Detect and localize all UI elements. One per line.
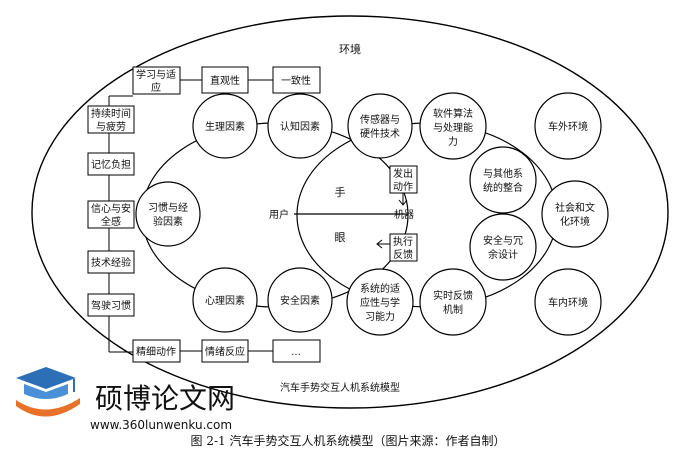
circle-sensors-hardware: 传感器与 硬件技术 <box>347 93 413 159</box>
circle-social-cultural-environment: 社会和文 化环境 <box>541 180 609 248</box>
environment-label: 环境 <box>339 42 361 56</box>
svg-text:实时反馈: 实时反馈 <box>433 289 473 302</box>
environment-ellipse <box>31 15 669 409</box>
svg-text:化环境: 化环境 <box>560 215 590 228</box>
box-memory-load: 记忆负担 <box>87 152 135 176</box>
box-emotional-reaction: 情绪反应 <box>201 339 249 363</box>
hand-label: 手 <box>335 185 346 199</box>
svg-text:安全因素: 安全因素 <box>280 294 320 307</box>
svg-text:验因素: 验因素 <box>153 215 183 228</box>
svg-text:一致性: 一致性 <box>281 74 311 87</box>
svg-text:记忆负担: 记忆负担 <box>91 158 131 171</box>
svg-text:驾驶习惯: 驾驶习惯 <box>91 299 131 312</box>
box-intuitiveness: 直观性 <box>201 66 249 94</box>
circle-cognitive-factors: 认知因素 <box>267 93 333 159</box>
machine-label: 机器 <box>394 208 414 221</box>
circle-adaptability-learning: 系统的适 应性与学 习能力 <box>346 268 414 336</box>
circle-physiological-factors: 生理因素 <box>192 93 258 159</box>
box-confidence-security: 信心与安 全感 <box>87 200 135 229</box>
svg-text:安全与冗: 安全与冗 <box>483 234 523 247</box>
circle-safety-redundancy: 安全与冗 余设计 <box>469 213 537 281</box>
svg-text:社会和文: 社会和文 <box>555 201 595 214</box>
svg-text:与处理能: 与处理能 <box>433 121 473 134</box>
box-technical-experience: 技术经验 <box>87 250 135 274</box>
svg-text:机制: 机制 <box>443 303 463 316</box>
box-learning-adaptation: 学习与适 应 <box>132 66 181 95</box>
box-fine-motion: 精细动作 <box>132 339 181 363</box>
svg-text:与疲劳: 与疲劳 <box>96 120 126 133</box>
figure-caption: 图 2-1 汽车手势交互人机系统模型（图片来源：作者自制） <box>191 433 506 448</box>
box-driving-habits: 驾驶习惯 <box>87 293 135 317</box>
svg-text:动作: 动作 <box>393 181 413 193</box>
svg-text:生理因素: 生理因素 <box>205 120 245 133</box>
circle-habit-experience-factors: 习惯与经 验因素 <box>135 181 201 247</box>
svg-text:反馈: 反馈 <box>393 248 413 261</box>
svg-text:习惯与经: 习惯与经 <box>148 201 188 214</box>
box-issue-action: 发出 动作 <box>389 165 418 194</box>
svg-text:力: 力 <box>448 135 458 148</box>
watermark-logo-icon <box>16 367 80 417</box>
svg-text:认知因素: 认知因素 <box>280 120 320 133</box>
svg-text:车外环境: 车外环境 <box>548 120 588 133</box>
eye-label: 眼 <box>335 231 346 244</box>
svg-text:全感: 全感 <box>101 215 121 228</box>
svg-text:系统的适: 系统的适 <box>360 282 400 295</box>
arrow-left-icon <box>376 239 390 249</box>
box-duration-fatigue: 持续时间 与疲劳 <box>87 105 135 134</box>
svg-text:发出: 发出 <box>393 167 413 180</box>
svg-text:精细动作: 精细动作 <box>136 345 176 358</box>
svg-text:执行: 执行 <box>393 235 413 248</box>
svg-text:情绪反应: 情绪反应 <box>205 345 245 358</box>
svg-text:统的整合: 统的整合 <box>483 181 523 194</box>
svg-text:与其他系: 与其他系 <box>483 167 523 180</box>
circle-interior-environment: 车内环境 <box>534 268 602 336</box>
watermark-url: www.360lunwenku.com <box>90 418 232 432</box>
box-execute-feedback: 执行 反馈 <box>389 233 418 262</box>
model-title: 汽车手势交互人机系统模型 <box>280 381 400 394</box>
svg-text:习能力: 习能力 <box>365 310 395 323</box>
svg-text:软件算法: 软件算法 <box>433 107 473 120</box>
circle-system-integration: 与其他系 统的整合 <box>469 146 537 214</box>
svg-text:余设计: 余设计 <box>488 248 518 261</box>
circle-realtime-feedback: 实时反馈 机制 <box>419 268 487 336</box>
user-label: 用户 <box>269 208 289 221</box>
svg-text:应性与学: 应性与学 <box>360 296 400 309</box>
svg-text:持续时间: 持续时间 <box>91 107 131 120</box>
circle-exterior-environment: 车外环境 <box>534 92 602 160</box>
svg-text:心理因素: 心理因素 <box>205 294 245 307</box>
svg-text:直观性: 直观性 <box>210 74 240 87</box>
svg-text:...: ... <box>291 347 301 358</box>
svg-text:学习与适: 学习与适 <box>136 68 176 81</box>
circle-software-algorithms: 软件算法 与处理能 力 <box>419 92 487 160</box>
box-consistency: 一致性 <box>272 66 321 94</box>
svg-text:应: 应 <box>151 81 161 94</box>
box-ellipsis: ... <box>272 339 321 363</box>
watermark-name: 硕博论文网 <box>95 382 235 415</box>
arrow-down-icon <box>398 193 408 206</box>
svg-text:车内环境: 车内环境 <box>548 296 588 309</box>
svg-text:传感器与: 传感器与 <box>360 113 400 126</box>
circle-psychological-factors: 心理因素 <box>192 267 258 333</box>
svg-text:技术经验: 技术经验 <box>91 256 131 269</box>
svg-text:硬件技术: 硬件技术 <box>360 127 400 140</box>
circle-safety-factors: 安全因素 <box>267 267 333 333</box>
svg-text:信心与安: 信心与安 <box>91 202 131 215</box>
